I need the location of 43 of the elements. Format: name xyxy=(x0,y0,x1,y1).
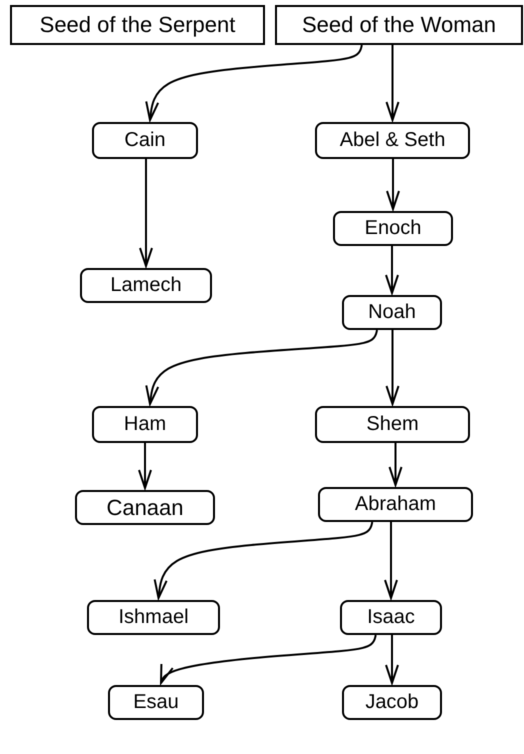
node-label: Isaac xyxy=(367,606,415,629)
rounded-box xyxy=(318,487,473,522)
node-label: Seed of the Serpent xyxy=(40,12,236,38)
arrow xyxy=(386,45,400,121)
arrow xyxy=(385,246,399,294)
node-label: Abraham xyxy=(354,493,436,516)
rounded-box xyxy=(342,295,442,330)
node-label: Seed of the Woman xyxy=(302,12,496,38)
node-label: Noah xyxy=(368,301,416,324)
rounded-box xyxy=(108,685,204,720)
rounded-box xyxy=(80,268,212,303)
arrow xyxy=(139,159,153,267)
node-label: Jacob xyxy=(365,691,419,714)
arrow xyxy=(385,635,399,684)
rounded-box xyxy=(315,122,470,159)
node-label: Lamech xyxy=(110,274,182,297)
arrow xyxy=(384,522,398,599)
rounded-box xyxy=(315,406,470,443)
rounded-box xyxy=(342,685,442,720)
arrow xyxy=(154,522,374,599)
arrow xyxy=(386,159,400,210)
rounded-box xyxy=(340,600,442,635)
rounded-box xyxy=(92,122,198,159)
heading-box xyxy=(10,5,265,45)
rounded-box xyxy=(75,490,215,525)
arrow xyxy=(388,443,402,486)
node-label: Shem xyxy=(366,413,419,436)
arrow xyxy=(160,634,377,684)
node-label: Ham xyxy=(124,413,166,436)
arrow xyxy=(145,330,378,405)
node-label: Ishmael xyxy=(118,606,189,629)
arrow xyxy=(138,443,152,489)
rounded-box xyxy=(87,600,220,635)
node-label: Canaan xyxy=(106,494,184,520)
arrow xyxy=(145,44,363,121)
rounded-box xyxy=(92,406,198,443)
node-label: Esau xyxy=(133,691,179,714)
heading-box xyxy=(275,5,523,45)
rounded-box xyxy=(333,211,453,246)
arrow xyxy=(386,330,400,405)
node-label: Abel & Seth xyxy=(340,129,446,152)
node-label: Enoch xyxy=(364,217,422,240)
node-label: Cain xyxy=(124,129,166,152)
